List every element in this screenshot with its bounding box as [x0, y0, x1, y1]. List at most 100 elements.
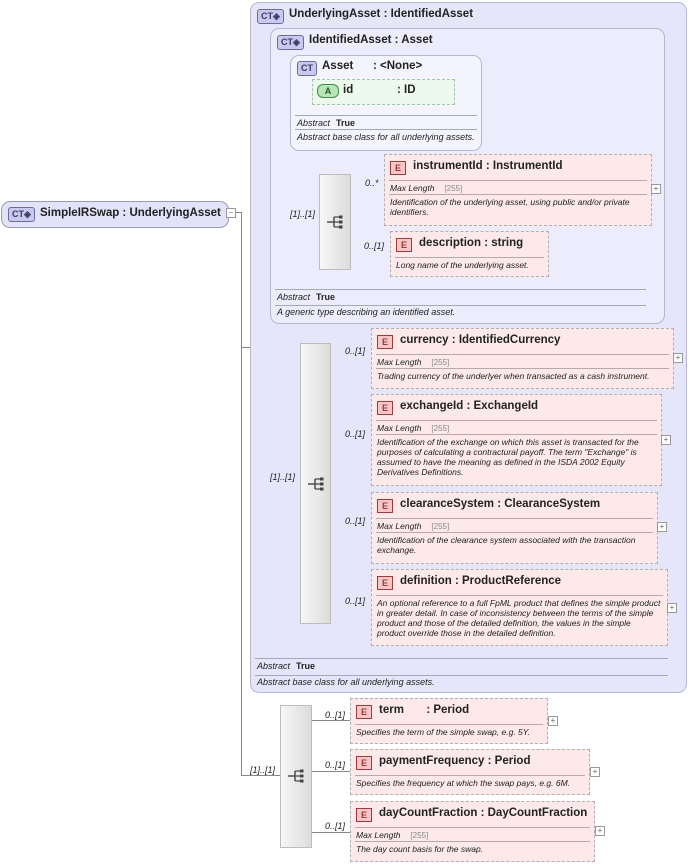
- root-title: SimpleIRSwap : UnderlyingAsset: [40, 207, 221, 219]
- element-term[interactable]: E term : Period Specifies the term of th…: [350, 698, 548, 744]
- element-doc: The day count basis for the swap.: [356, 844, 484, 854]
- element-icon: E: [377, 576, 393, 590]
- expand-plus-icon[interactable]: +: [657, 522, 667, 532]
- element-dayCountFraction[interactable]: E dayCountFraction : DayCountFraction Ma…: [350, 801, 595, 862]
- element-meta: Max Length[255]: [377, 521, 450, 531]
- expand-plus-icon[interactable]: +: [673, 353, 683, 363]
- element-doc: Long name of the underlying asset.: [396, 260, 529, 270]
- element-paymentFrequency[interactable]: E paymentFrequency : Period Specifies th…: [350, 749, 590, 795]
- element-icon: E: [377, 499, 393, 513]
- sequence-identified[interactable]: [319, 174, 351, 270]
- divider: [355, 841, 590, 842]
- element-card: 0..*: [365, 178, 379, 188]
- element-instrumentId[interactable]: E instrumentId : InstrumentId Max Length…: [384, 154, 652, 226]
- connector: [310, 832, 350, 833]
- expand-plus-icon[interactable]: +: [661, 435, 671, 445]
- element-doc: An optional reference to a full FpML pro…: [377, 598, 661, 638]
- divider: [355, 775, 585, 776]
- divider: [355, 827, 590, 828]
- element-title: exchangeId : ExchangeId: [400, 400, 539, 412]
- element-icon: E: [356, 756, 372, 770]
- expand-plus-icon[interactable]: +: [590, 767, 600, 777]
- complex-type-icon: CT: [297, 61, 317, 76]
- element-icon: E: [356, 705, 372, 719]
- complex-type-icon: CT◈: [8, 207, 35, 222]
- divider: [376, 434, 657, 435]
- divider: [376, 595, 663, 596]
- element-currency[interactable]: E currency : IdentifiedCurrency Max Leng…: [371, 328, 674, 389]
- sequence-compositor-icon: [327, 215, 343, 229]
- attribute-id[interactable]: A id : ID: [312, 79, 455, 105]
- expand-plus-icon[interactable]: +: [667, 603, 677, 613]
- underlying-asset-title: UnderlyingAsset : IdentifiedAsset: [289, 8, 474, 20]
- element-title: term : Period: [379, 704, 470, 716]
- element-meta: Max Length[255]: [356, 830, 429, 840]
- connector: [241, 212, 242, 775]
- element-meta: Max Length[255]: [377, 423, 450, 433]
- expand-plus-icon[interactable]: +: [651, 184, 661, 194]
- element-icon: E: [390, 161, 406, 175]
- element-title: currency : IdentifiedCurrency: [400, 334, 561, 346]
- root-complex-type[interactable]: CT◈ SimpleIRSwap : UnderlyingAsset: [1, 201, 229, 228]
- divider: [376, 420, 657, 421]
- element-doc: Identification of the underlying asset, …: [390, 197, 630, 217]
- divider: [389, 194, 647, 195]
- element-doc: Identification of the exchange on which …: [377, 437, 639, 477]
- attribute-icon: A: [317, 84, 339, 98]
- element-card: 0..[1]: [345, 516, 366, 526]
- identified-asset-doc: A generic type describing an identified …: [277, 307, 456, 317]
- divider: [376, 518, 653, 519]
- element-meta: Max Length[255]: [377, 357, 450, 367]
- divider: [389, 180, 647, 181]
- divider: [275, 289, 646, 290]
- element-card: 0..[1]: [364, 241, 385, 251]
- element-description[interactable]: E description : string Long name of the …: [390, 231, 549, 277]
- element-title: definition : ProductReference: [400, 575, 562, 587]
- element-exchangeId[interactable]: E exchangeId : ExchangeId Max Length[255…: [371, 394, 662, 486]
- element-icon: E: [396, 238, 412, 252]
- divider: [355, 724, 543, 725]
- asset-type-label: : <None>: [373, 60, 423, 72]
- expand-plus-icon[interactable]: +: [548, 716, 558, 726]
- element-title: instrumentId : InstrumentId: [413, 160, 563, 172]
- element-icon: E: [377, 335, 393, 349]
- divider: [376, 368, 669, 369]
- element-doc: Specifies the term of the simple swap, e…: [356, 727, 531, 737]
- element-card: 0..[1]: [345, 429, 366, 439]
- sequence-root[interactable]: [280, 705, 312, 848]
- complex-type-icon: CT◈: [277, 35, 304, 50]
- sequence-underlying[interactable]: [300, 343, 331, 624]
- expand-plus-icon[interactable]: −: [226, 208, 236, 218]
- element-doc: Specifies the frequency at which the swa…: [356, 778, 571, 788]
- element-icon: E: [377, 401, 393, 415]
- element-clearanceSystem[interactable]: E clearanceSystem : ClearanceSystem Max …: [371, 492, 658, 564]
- divider: [295, 115, 477, 116]
- asset-title: Asset: [322, 60, 354, 72]
- element-card: 0..[1]: [345, 596, 366, 606]
- element-card: 0..[1]: [325, 760, 346, 770]
- complex-type-icon: CT◈: [257, 9, 284, 24]
- element-card: 0..[1]: [345, 346, 366, 356]
- divider: [376, 532, 653, 533]
- element-meta: Max Length[255]: [390, 183, 463, 193]
- sequence-compositor-icon: [308, 477, 324, 491]
- connector: [241, 775, 281, 776]
- element-definition[interactable]: E definition : ProductReference An optio…: [371, 569, 668, 646]
- asset-doc: Abstract base class for all underlying a…: [297, 132, 475, 142]
- connector: [310, 771, 350, 772]
- attribute-name: id: [343, 84, 354, 96]
- sequence-compositor-icon: [288, 769, 304, 783]
- element-title: dayCountFraction : DayCountFraction: [379, 807, 588, 819]
- connector: [236, 212, 242, 213]
- sequence-underlying-card: [1]..[1]: [270, 472, 296, 482]
- element-doc: Identification of the clearance system a…: [377, 535, 636, 555]
- sequence-identified-card: [1]..[1]: [290, 209, 316, 219]
- underlying-asset-doc: Abstract base class for all underlying a…: [257, 677, 435, 687]
- divider: [275, 305, 646, 306]
- divider: [255, 658, 668, 659]
- element-title: clearanceSystem : ClearanceSystem: [400, 498, 601, 510]
- element-title: description : string: [419, 237, 524, 249]
- expand-plus-icon[interactable]: +: [595, 826, 605, 836]
